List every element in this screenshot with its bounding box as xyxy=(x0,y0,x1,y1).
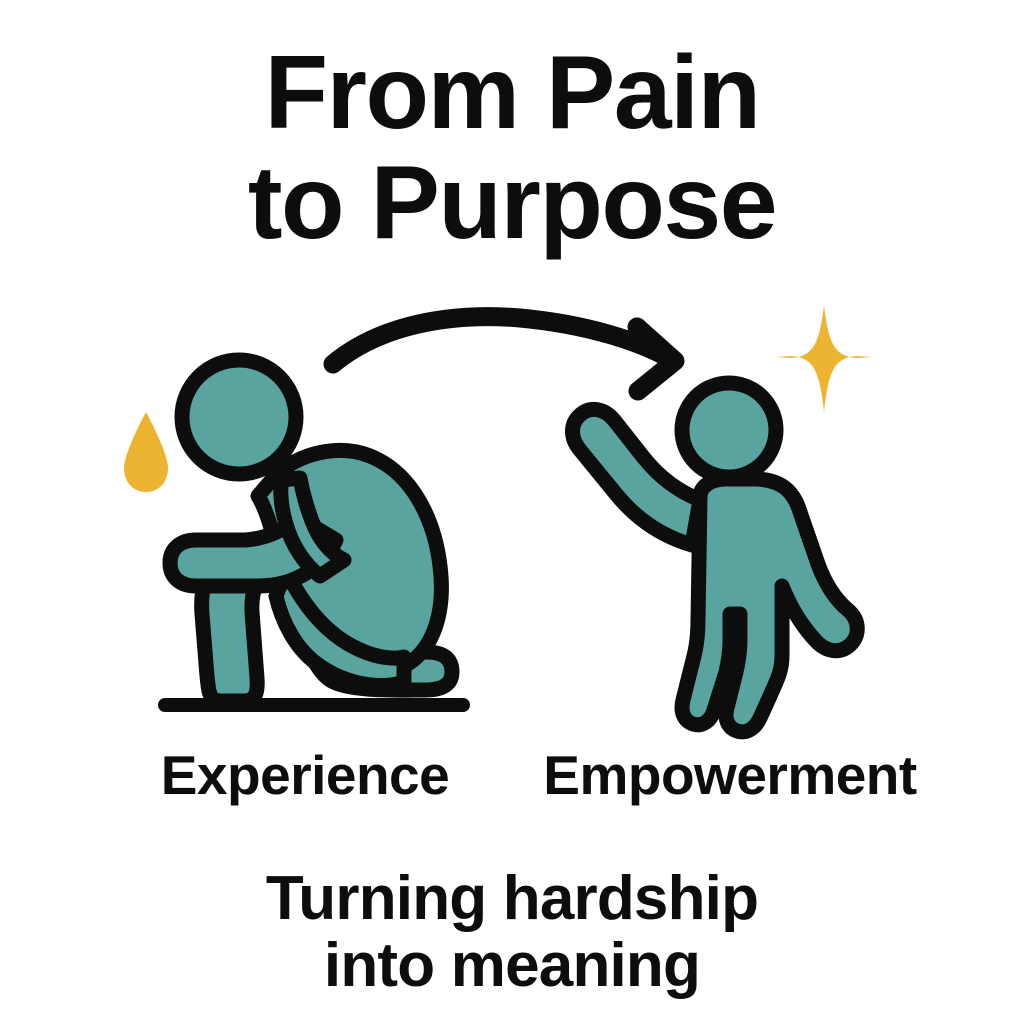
caption-experience: Experience xyxy=(160,744,450,806)
sparkle-star-icon xyxy=(774,305,874,412)
ground-line xyxy=(158,698,470,712)
subtitle-line-1: Turning hardship xyxy=(265,864,759,933)
curved-arrow-icon xyxy=(323,307,685,401)
caption-empowerment: Empowerment xyxy=(543,744,917,806)
page-subtitle: Turning hardship into meaning xyxy=(0,864,1024,1000)
title-line-1: From Pain xyxy=(264,35,761,151)
title-line-2: to Purpose xyxy=(247,145,778,262)
tear-drop-icon xyxy=(124,412,168,492)
page-title: From Pain to Purpose xyxy=(0,35,1024,262)
standing-person-waving-icon xyxy=(565,375,865,740)
subtitle-line-2: into meaning xyxy=(323,930,701,1000)
kneeling-person-icon xyxy=(162,352,460,709)
